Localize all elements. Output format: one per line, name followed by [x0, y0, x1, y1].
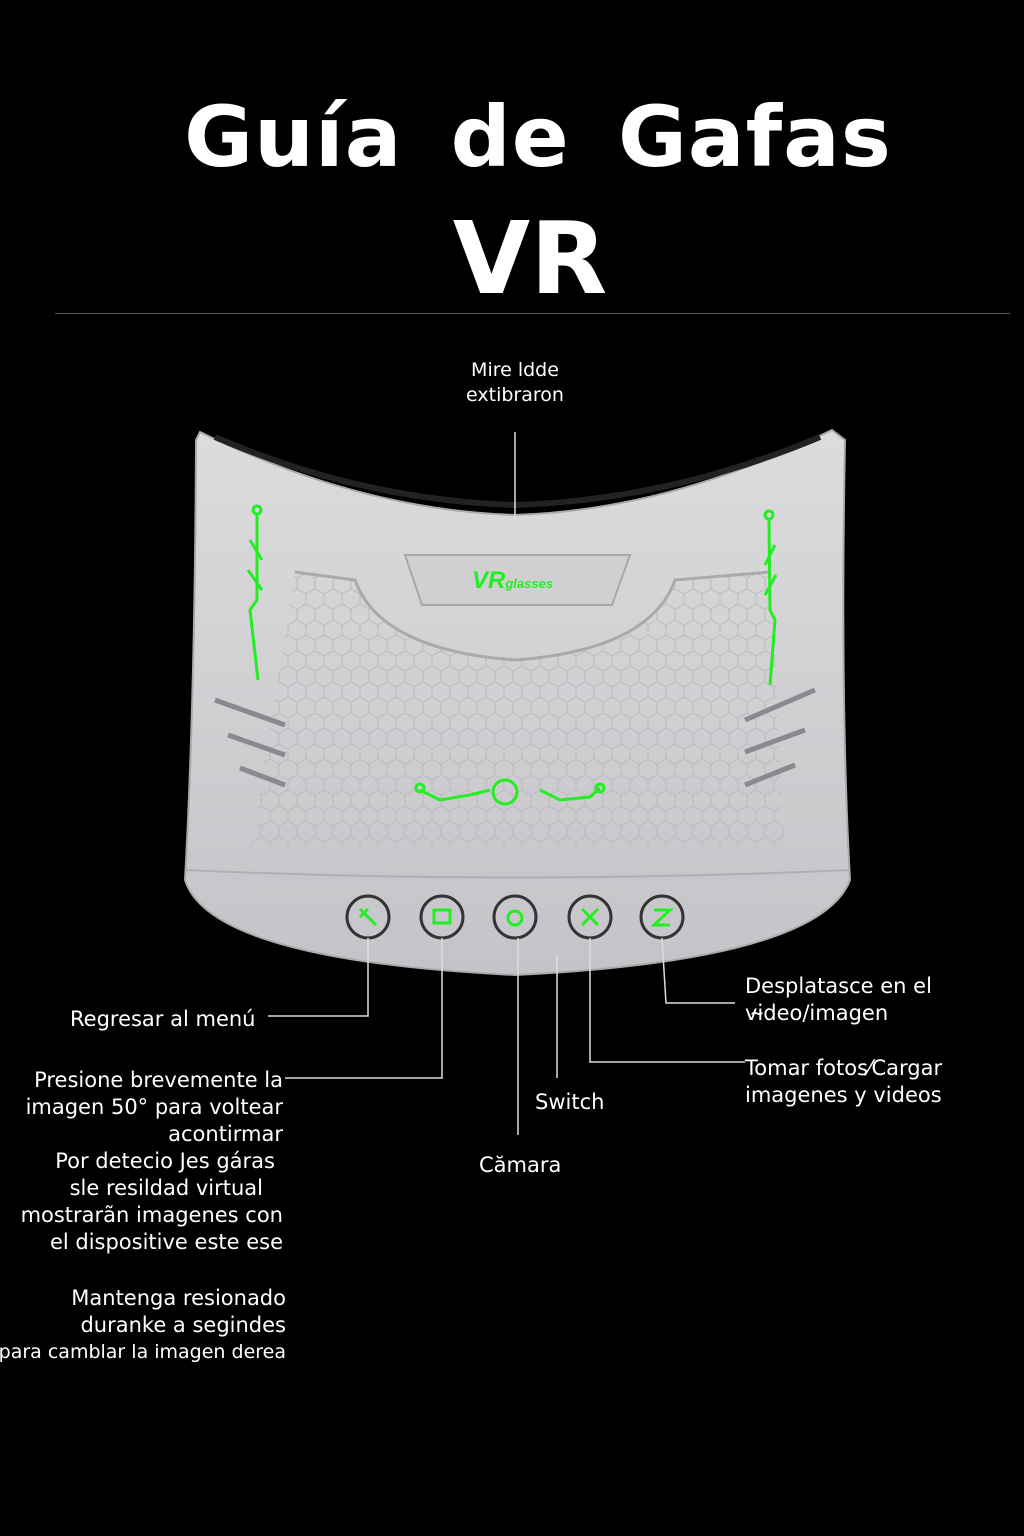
- camera-icon: [580, 907, 600, 927]
- back-icon: [358, 907, 378, 927]
- headset-body: VRglasses: [183, 428, 852, 977]
- vr-logo: VRglasses: [472, 567, 553, 594]
- top-label-line: extibraron: [466, 384, 564, 406]
- label-line: vi̴deo/imagen: [745, 1001, 889, 1025]
- label-camera: Cămara: [479, 1153, 562, 1177]
- photo-icon: [432, 908, 452, 925]
- power-button[interactable]: [492, 894, 538, 940]
- label-line: el dispositive este ese: [49, 1230, 283, 1254]
- label-scroll: Desplatasce en el vi̴deo/imagen: [745, 973, 932, 1027]
- scroll-icon: [650, 908, 674, 927]
- camera-button[interactable]: [567, 894, 613, 940]
- menu-button[interactable]: [345, 894, 391, 940]
- leader-lines: [268, 432, 745, 1135]
- note-line: para camblar la imagen derea: [0, 1341, 286, 1363]
- scroll-button[interactable]: [639, 894, 685, 940]
- power-icon: [506, 909, 524, 927]
- hold-note: Mantenga resionado duranke a segindes pa…: [0, 1285, 286, 1366]
- page-subtitle: VR: [452, 200, 608, 317]
- label-switch: Switch: [535, 1090, 605, 1114]
- green-accent-lines: [246, 504, 778, 806]
- note-line: Mantenga resionado: [71, 1286, 286, 1310]
- label-line: imagenes y videos: [745, 1083, 942, 1107]
- label-line: Presione brevemente la: [34, 1068, 283, 1092]
- top-label: Mire ldde extibraron: [440, 358, 590, 408]
- note-line: duranke a segindes: [80, 1313, 286, 1337]
- label-line: acontirmar: [168, 1122, 283, 1146]
- label-line: imagen 50° para voltear: [25, 1095, 283, 1119]
- label-photo: Presione brevemente la imagen 50° para v…: [21, 1067, 283, 1256]
- label-line: Tomar fotos⁄Cargar: [745, 1056, 943, 1080]
- divider: [55, 313, 1010, 314]
- headset-buttons: [345, 894, 685, 940]
- top-label-line: Mire ldde: [471, 359, 559, 381]
- photo-button[interactable]: [419, 894, 465, 940]
- label-line: Por detecio Jes gáras: [55, 1149, 275, 1173]
- label-line: Desplatasce en el: [745, 974, 932, 998]
- label-line: mostrarãn imagenes con: [20, 1203, 283, 1227]
- label-camera-photos: Tomar fotos⁄Cargar imagenes y videos: [745, 1055, 942, 1109]
- page-title: Guía de Gafas: [184, 88, 892, 186]
- label-menu: Regresar al menú: [70, 1007, 256, 1031]
- label-line: sle resildad virtual: [69, 1176, 263, 1200]
